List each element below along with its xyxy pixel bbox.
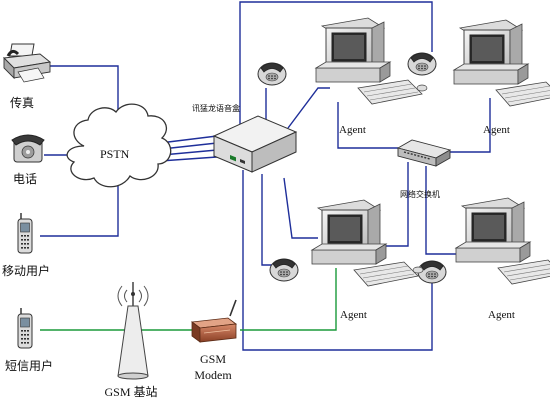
computer-icon: [453, 19, 550, 107]
fax-label: 传真: [10, 96, 35, 110]
gsm-modem-icon: [190, 299, 238, 343]
voice-box-label: 讯猛龙语音盒: [192, 104, 240, 113]
gsm-modem-label-line2: Modem: [194, 368, 232, 382]
gsm-tower-icon: [117, 282, 149, 380]
gsm-link-line: [40, 268, 337, 331]
sms-phone-icon: [17, 307, 33, 349]
mobile-user-label: 移动用户: [2, 264, 51, 278]
pstn-label: PSTN: [100, 147, 130, 161]
network-switch-icon: [396, 139, 452, 167]
connection-lines: [40, 1, 491, 351]
gsm-modem-label-line1: GSM: [199, 352, 227, 366]
voice-box-icon: [212, 115, 298, 173]
mobile-phone-icon: [17, 212, 33, 254]
agent-label: Agent: [488, 309, 515, 321]
desk-phone-icon: [257, 62, 287, 86]
computer-icon: [455, 197, 550, 285]
network-switch-label: 网络交换机: [400, 190, 440, 199]
gsm-station-label: GSM 基站: [104, 385, 158, 399]
fax-icon: [3, 43, 52, 83]
computer-icon: [311, 199, 424, 287]
telephone-icon: [11, 134, 45, 163]
sms-user-label: 短信用户: [5, 359, 54, 373]
desk-phone-icon: [407, 52, 437, 76]
agent-label: Agent: [340, 309, 367, 321]
agent-label: Agent: [339, 124, 366, 136]
agent-label: Agent: [483, 124, 510, 136]
pstn-cloud-icon: [66, 103, 172, 188]
phone-label: 电话: [13, 172, 38, 186]
desk-phone-icon: [269, 258, 299, 282]
